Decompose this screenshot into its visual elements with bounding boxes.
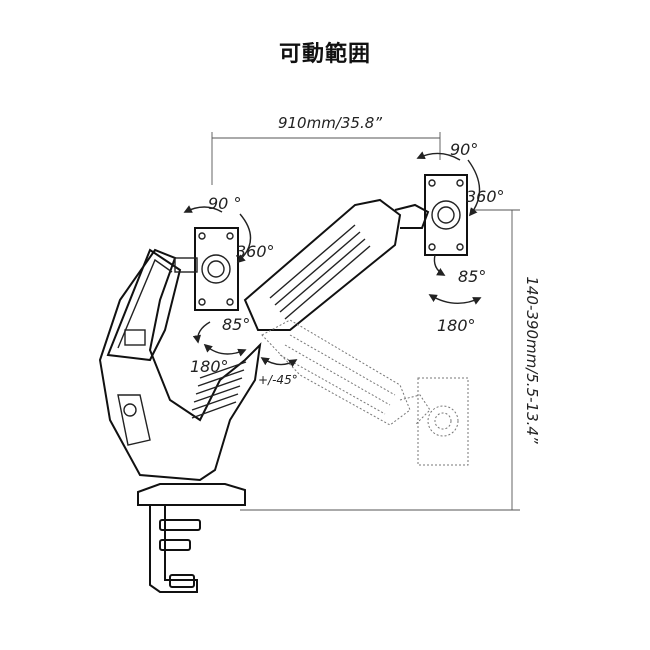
left-monitor-plate xyxy=(174,227,239,311)
right-monitor-plate xyxy=(424,174,468,256)
height-dimension-line xyxy=(240,209,520,511)
column-grip-ribs xyxy=(191,361,247,419)
left-arm xyxy=(106,248,182,362)
left-rotation-360-label: 360° xyxy=(236,242,275,261)
left-rotation-arrows xyxy=(183,205,298,368)
page-title: 可動範囲 xyxy=(278,42,371,67)
right-tilt-85-label: 85° xyxy=(458,267,486,286)
right-arm-lowered-ghost xyxy=(261,319,431,426)
right-rotation-90-label: 90° xyxy=(450,140,478,159)
width-dimension-label: 910mm/35.8” xyxy=(278,114,382,132)
right-rotation-arrows xyxy=(416,151,482,305)
right-arm-upper xyxy=(243,198,430,331)
left-rotation-90-label: 90 ° xyxy=(208,194,241,213)
width-dimension-line xyxy=(211,132,441,185)
left-tilt-85-label: 85° xyxy=(222,315,250,334)
right-monitor-plate-ghost xyxy=(417,377,469,466)
right-rotation-360-label: 360° xyxy=(466,187,505,206)
left-swivel-180-label: 180° xyxy=(190,357,229,376)
right-swivel-180-label: 180° xyxy=(437,316,476,335)
desk-clamp xyxy=(137,483,246,593)
arm-grip-ribs xyxy=(269,224,371,320)
height-dimension-label: 140-390mm/5.5-13.4” xyxy=(523,276,541,444)
pivot-45-label: +/-45° xyxy=(258,373,298,387)
base-column xyxy=(98,248,262,482)
